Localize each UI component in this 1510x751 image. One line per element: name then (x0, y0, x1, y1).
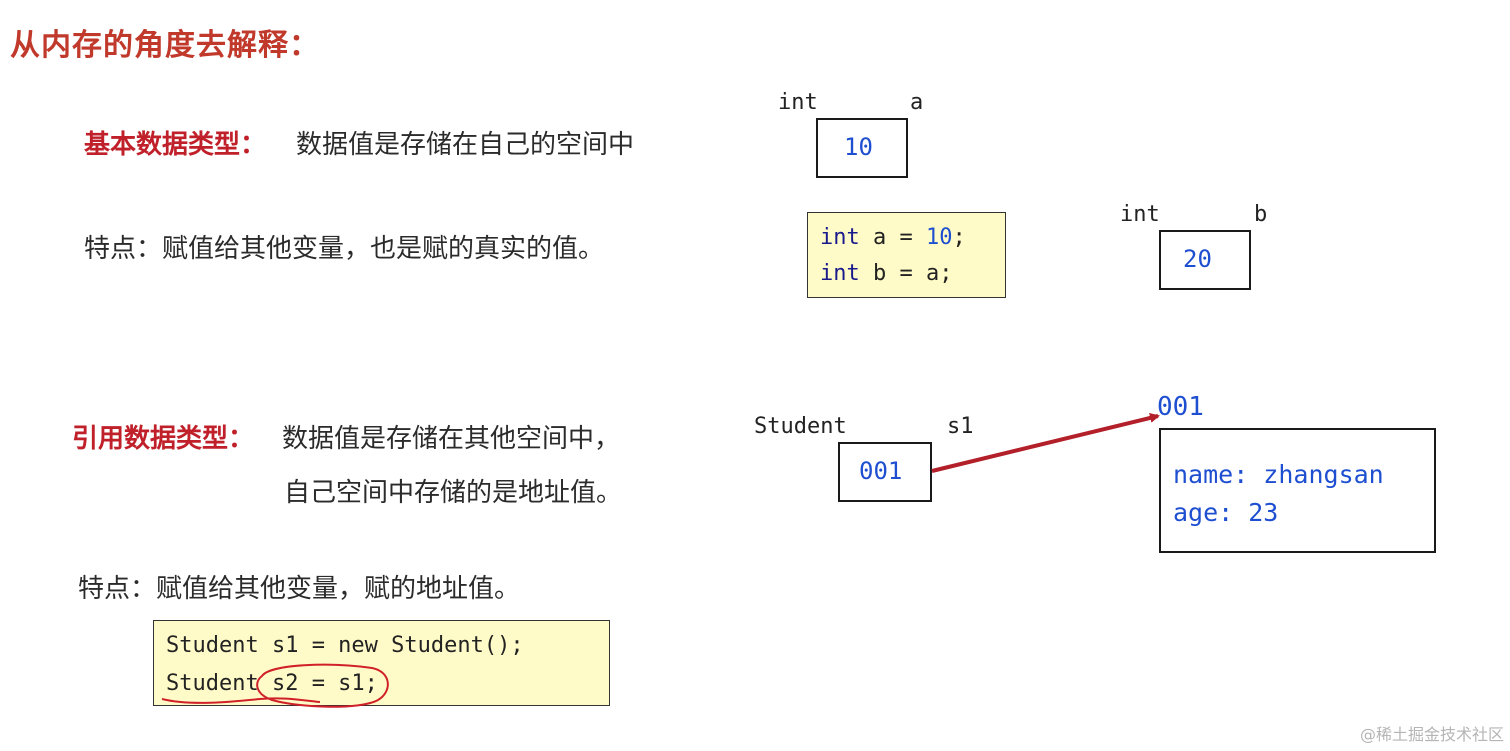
heap-name-field: name: zhangsan (1173, 460, 1384, 489)
var-s1-box: 001 (838, 442, 932, 502)
var-b-value: 20 (1183, 245, 1212, 273)
code-line-1: int a = 10; (820, 225, 966, 250)
var-a-type: int (778, 90, 818, 115)
primitive-heading: 基本数据类型： (84, 130, 267, 160)
reference-description-2: 自己空间中存储的是地址值。 (284, 478, 623, 508)
reference-code-block: Student s1 = new Student(); Student s2 =… (153, 620, 610, 706)
var-s1-value: 001 (859, 457, 903, 485)
var-a-value: 10 (844, 133, 873, 161)
var-b-type: int (1120, 202, 1160, 227)
code-line-2: int b = a; (820, 261, 953, 286)
code-line-2: Student s2 = s1; (166, 671, 378, 696)
reference-heading: 引用数据类型： (72, 424, 255, 454)
var-s1-type: Student (754, 414, 847, 439)
primitive-feature: 特点：赋值给其他变量，也是赋的真实的值。 (84, 234, 605, 264)
page-title: 从内存的角度去解释： (10, 28, 320, 63)
watermark: @稀土掘金技术社区 (1359, 725, 1504, 744)
reference-feature: 特点：赋值给其他变量，赋的地址值。 (78, 574, 521, 604)
var-b-name: b (1254, 202, 1268, 227)
reference-description-1: 数据值是存储在其他空间中， (282, 424, 621, 454)
heap-address: 001 (1157, 392, 1204, 422)
heap-object-box: name: zhangsan age: 23 (1159, 428, 1436, 553)
var-a-name: a (910, 90, 924, 115)
code-line-1: Student s1 = new Student(); (166, 633, 524, 658)
primitive-code-block: int a = 10; int b = a; (807, 212, 1006, 298)
var-b-box: 20 (1159, 230, 1251, 290)
var-s1-name: s1 (947, 414, 974, 439)
heap-age-field: age: 23 (1173, 498, 1279, 527)
primitive-description: 数据值是存储在自己的空间中 (296, 130, 635, 160)
var-a-box: 10 (816, 118, 908, 178)
